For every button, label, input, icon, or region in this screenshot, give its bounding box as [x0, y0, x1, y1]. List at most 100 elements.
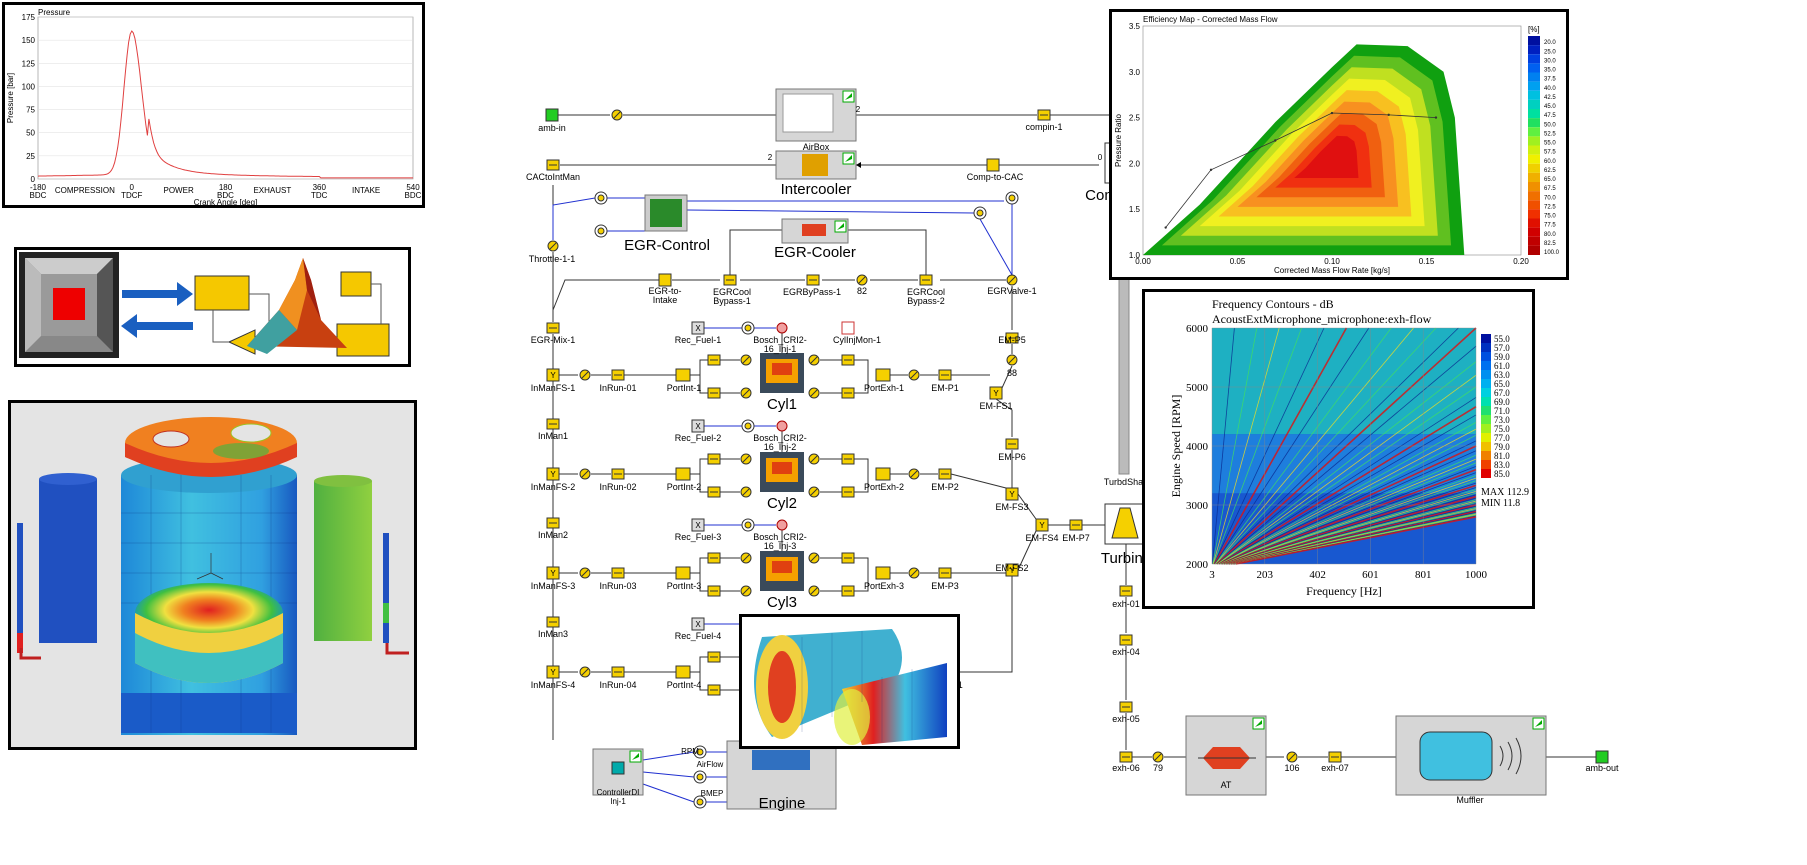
- inrun-pipe-2[interactable]: [611, 468, 625, 480]
- injector-1[interactable]: [741, 321, 755, 335]
- inman-split-1[interactable]: Y: [546, 368, 560, 382]
- exh-valve-b-1[interactable]: [808, 387, 820, 399]
- turbine-block[interactable]: [1104, 503, 1146, 545]
- inman-split-2[interactable]: Y: [546, 467, 560, 481]
- egrcool-bypass-1-pipe[interactable]: [723, 274, 737, 286]
- egr-sensor-3[interactable]: [973, 206, 987, 220]
- rpm-sensor[interactable]: [693, 745, 707, 759]
- portint-block-2[interactable]: [675, 467, 691, 481]
- valve-int-a-3[interactable]: [707, 552, 721, 564]
- egrbypass-1-pipe[interactable]: [806, 274, 820, 286]
- egrcool-bypass-2-pipe[interactable]: [919, 274, 933, 286]
- orifice-79-icon[interactable]: [1152, 751, 1164, 763]
- controller-block[interactable]: [592, 748, 644, 796]
- em-fs1-split[interactable]: Y: [989, 386, 1003, 400]
- inrun-pipe-3[interactable]: [611, 567, 625, 579]
- portint-block-3[interactable]: [675, 566, 691, 580]
- em-fs4-split[interactable]: Y: [1035, 518, 1049, 532]
- int-valve-a-3[interactable]: [740, 552, 752, 564]
- valve-int-a-2[interactable]: [707, 453, 721, 465]
- valve-int-b-3[interactable]: [707, 585, 721, 597]
- amb-in-icon[interactable]: [545, 108, 559, 122]
- portexh-block-1[interactable]: [875, 368, 891, 382]
- exh-valve-a-3[interactable]: [808, 552, 820, 564]
- engine-block[interactable]: [726, 740, 837, 810]
- portexh-block-2[interactable]: [875, 467, 891, 481]
- exh-07-pipe[interactable]: [1328, 751, 1342, 763]
- muffler-block[interactable]: [1395, 715, 1547, 796]
- injector-3[interactable]: [741, 518, 755, 532]
- exh-05-pipe[interactable]: [1119, 701, 1133, 713]
- exh-port-a-3[interactable]: [841, 552, 855, 564]
- int-valve-a-2[interactable]: [740, 453, 752, 465]
- injector-2[interactable]: [741, 419, 755, 433]
- exh-orifice-1[interactable]: [908, 369, 920, 381]
- exh-port-a-2[interactable]: [841, 453, 855, 465]
- inman-pipe-2[interactable]: [546, 517, 560, 529]
- int-valve-b-2[interactable]: [740, 486, 752, 498]
- airflow-sensor[interactable]: [693, 770, 707, 784]
- inman-split-3[interactable]: Y: [546, 566, 560, 580]
- em-p5-pipe[interactable]: [1005, 332, 1019, 344]
- exh-port-a-1[interactable]: [841, 354, 855, 366]
- orifice-82-icon[interactable]: [856, 274, 868, 286]
- inrun-pipe-1[interactable]: [611, 369, 625, 381]
- exh-valve-a-2[interactable]: [808, 453, 820, 465]
- comp-to-cac-pipe[interactable]: [986, 158, 1000, 172]
- cylinder-2[interactable]: Cyl2: [760, 452, 804, 512]
- exh-06-pipe[interactable]: [1119, 751, 1133, 763]
- exh-port-b-2[interactable]: [841, 486, 855, 498]
- em-pipe-1[interactable]: [938, 369, 952, 381]
- em-pipe-2[interactable]: [938, 468, 952, 480]
- egr-sensor-2[interactable]: [594, 224, 608, 238]
- portint-block-4[interactable]: [675, 665, 691, 679]
- egr-cooler-block[interactable]: [781, 218, 849, 244]
- int-valve-b-3[interactable]: [740, 585, 752, 597]
- exh-orifice-3[interactable]: [908, 567, 920, 579]
- inman-split-4[interactable]: Y: [546, 665, 560, 679]
- valve-int-b-2[interactable]: [707, 486, 721, 498]
- orifice-88-icon[interactable]: [1006, 354, 1018, 366]
- compin-1-pipe[interactable]: [1037, 109, 1051, 121]
- portexh-block-3[interactable]: [875, 566, 891, 580]
- intercooler-block[interactable]: [775, 150, 857, 180]
- em-p7-pipe[interactable]: [1069, 519, 1083, 531]
- cylinjmon-icon[interactable]: [841, 321, 855, 335]
- amb-out-icon[interactable]: [1595, 750, 1609, 764]
- valve-int-b-1[interactable]: [707, 387, 721, 399]
- fuel-3[interactable]: X: [691, 518, 705, 532]
- inman-pipe-3[interactable]: [546, 616, 560, 628]
- orifice-106-icon[interactable]: [1286, 751, 1298, 763]
- valve-int-a-1[interactable]: [707, 354, 721, 366]
- em-fs2-split[interactable]: Y: [1005, 563, 1019, 577]
- fuel-2[interactable]: X: [691, 419, 705, 433]
- egr-sensor-4[interactable]: [1005, 191, 1019, 205]
- exh-valve-b-2[interactable]: [808, 486, 820, 498]
- inman-orifice-1[interactable]: [579, 369, 591, 381]
- em-p6-pipe[interactable]: [1005, 438, 1019, 450]
- inman-orifice-2[interactable]: [579, 468, 591, 480]
- aftertreatment-block[interactable]: [1185, 715, 1267, 796]
- em-pipe-3[interactable]: [938, 567, 952, 579]
- inman-orifice-3[interactable]: [579, 567, 591, 579]
- exh-port-b-1[interactable]: [841, 387, 855, 399]
- egrvalve-1-icon[interactable]: [1006, 274, 1018, 286]
- inrun-pipe-4[interactable]: [611, 666, 625, 678]
- cylinder-1[interactable]: Cyl1: [760, 353, 804, 413]
- exh-port-b-3[interactable]: [841, 585, 855, 597]
- cylinder-3[interactable]: Cyl3: [760, 551, 804, 611]
- egr-control-block[interactable]: [644, 194, 688, 232]
- cactointman-pipe[interactable]: [546, 159, 560, 171]
- exh-04-pipe[interactable]: [1119, 634, 1133, 646]
- exh-orifice-2[interactable]: [908, 468, 920, 480]
- egr-sensor-1[interactable]: [594, 191, 608, 205]
- airbox-block[interactable]: [775, 88, 857, 142]
- intake-orifice-icon[interactable]: [611, 109, 623, 121]
- throttle-1-1-icon[interactable]: [547, 240, 559, 252]
- fuel-4[interactable]: X: [691, 617, 705, 631]
- inman-pipe-1[interactable]: [546, 418, 560, 430]
- int-valve-a-1[interactable]: [740, 354, 752, 366]
- em-fs3-split[interactable]: Y: [1005, 487, 1019, 501]
- int-valve-b-1[interactable]: [740, 387, 752, 399]
- inman-orifice-4[interactable]: [579, 666, 591, 678]
